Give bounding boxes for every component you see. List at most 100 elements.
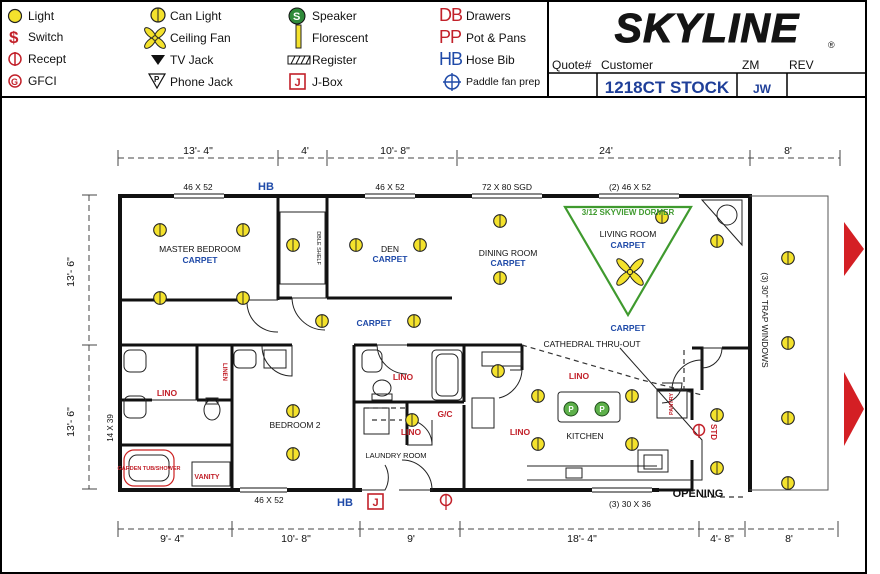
can-light-icon — [286, 447, 300, 461]
side-window-label: 14 X 39 — [106, 414, 115, 442]
interior-walls — [120, 196, 750, 492]
legend-gfci: GFCI — [28, 74, 57, 88]
std-gfci-icon — [692, 423, 706, 438]
can-light-icon — [236, 291, 250, 305]
legend-can-light: Can Light — [170, 9, 222, 23]
legend-pots: Pot & Pans — [466, 31, 527, 45]
pendant-lights — [563, 401, 610, 417]
window-label-5: (3) 30 X 36 — [609, 499, 651, 509]
can-light-icon — [781, 251, 795, 265]
room-laundry-1: LAUNDRY ROOM — [366, 451, 427, 460]
floor-hall: CARPET — [357, 318, 393, 328]
legend-recept: Recept — [28, 52, 67, 66]
fixtures — [123, 199, 743, 487]
dim-bottom-3: 9' — [407, 533, 415, 545]
can-light-icon — [405, 413, 419, 427]
hose-bib-marker-2: HB — [337, 497, 353, 509]
can-light-icon — [625, 389, 639, 403]
can-light-icon — [710, 461, 724, 475]
legend-drawers: Drawers — [466, 9, 511, 23]
gfci-icon — [439, 493, 453, 510]
tub-label: GARDEN TUB/SHOWER — [118, 466, 181, 472]
window-openings — [174, 193, 679, 493]
can-light-icon — [407, 314, 421, 328]
svg-text:S: S — [293, 11, 300, 23]
floor-living: CARPET — [611, 240, 647, 250]
room-master: MASTER BEDROOM — [159, 244, 241, 254]
window-label-3: (2) 46 X 52 — [609, 182, 651, 192]
quote-label: Quote# — [552, 58, 592, 72]
floor-plan: 13'- 4" 4' 10'- 8" 24' 8' 9'- 4" 10'- 8"… — [0, 98, 867, 574]
jbox-icon: J — [289, 73, 306, 90]
can-light-icon — [315, 314, 329, 328]
can-light-icon — [781, 411, 795, 425]
register-icon — [287, 55, 311, 65]
dim-top-5: 8' — [784, 145, 792, 157]
hose-code: HB — [439, 49, 463, 69]
opening-label: OPENING — [673, 488, 724, 500]
registered-mark: ® — [828, 40, 835, 50]
can-light-icon — [491, 364, 505, 378]
zm-value: JW — [753, 82, 772, 96]
legend-jbox: J-Box — [312, 75, 343, 89]
std-label: STD — [709, 424, 718, 440]
dim-left-1: 13'- 6" — [65, 257, 77, 287]
legend-phone-jack: Phone Jack — [170, 75, 233, 89]
jbox-marker: J — [372, 497, 378, 509]
legend-switch: Switch — [28, 30, 64, 44]
customer-label: Customer — [601, 58, 653, 72]
can-light-icon — [150, 7, 166, 23]
top-dimension-line — [117, 150, 841, 166]
dim-bottom-6: 8' — [785, 533, 793, 545]
vanity-label: VANITY — [194, 474, 219, 481]
dble-shelf-label: DBLE SHELF — [315, 231, 321, 265]
legend-tv-jack: TV Jack — [170, 53, 214, 67]
dormer-label: 3/12 SKYVIEW DORMER — [582, 208, 675, 217]
florescent-icon — [295, 24, 302, 49]
paddle-fan-icon — [443, 73, 461, 91]
floor-bath2: LINO — [393, 372, 414, 382]
legend-speaker: Speaker — [312, 9, 357, 23]
recept-icon — [8, 52, 22, 66]
pantry-label: PANTRY — [669, 393, 675, 415]
floor-kitchen-2: LINO — [510, 427, 531, 437]
pot-pan-marker-2: P — [599, 405, 605, 414]
room-kitchen: KITCHEN — [566, 431, 603, 441]
room-dining: DINING ROOM — [479, 248, 538, 258]
svg-text:J: J — [295, 77, 301, 89]
can-light-icon — [531, 389, 545, 403]
dashed-lines — [364, 344, 745, 498]
can-light-icon — [625, 437, 639, 451]
can-light-icon — [153, 223, 167, 237]
zm-label: ZM — [742, 58, 759, 72]
skyview-dormer — [563, 205, 693, 318]
floor-den: CARPET — [373, 254, 409, 264]
dim-bottom-4: 18'- 4" — [567, 533, 597, 545]
tv-jack-icon — [151, 55, 165, 65]
floor-master: CARPET — [183, 255, 219, 265]
sgd-label: 72 X 80 SGD — [482, 182, 532, 192]
can-light-icon — [286, 238, 300, 252]
can-light-icon — [710, 234, 724, 248]
can-light-icon — [781, 476, 795, 490]
can-light-icon — [413, 238, 427, 252]
doors — [152, 297, 723, 491]
left-dimension-line — [82, 194, 97, 490]
light-icon — [7, 8, 23, 24]
room-bedroom2: BEDROOM 2 — [269, 420, 320, 430]
can-light-icon — [236, 223, 250, 237]
legend-panel: Light $ Switch Recept G GFCI Can Light C… — [0, 0, 549, 98]
svg-text:G: G — [11, 77, 18, 87]
dim-bottom-1: 9'- 4" — [160, 533, 184, 545]
trap-windows-label: (3) 30" TRAP WINDOWS — [760, 272, 770, 368]
window-frames — [174, 193, 679, 493]
legend-light: Light — [28, 9, 55, 23]
pot-pan-marker: P — [568, 405, 574, 414]
dim-left-2: 13'- 6" — [65, 407, 77, 437]
model-number: 1218CT STOCK — [605, 78, 730, 97]
ceiling-fan-icon — [616, 258, 644, 286]
window-label-2: 46 X 52 — [375, 182, 405, 192]
svg-text:P: P — [154, 75, 160, 84]
can-light-icon — [493, 271, 507, 285]
can-light-icon — [781, 336, 795, 350]
